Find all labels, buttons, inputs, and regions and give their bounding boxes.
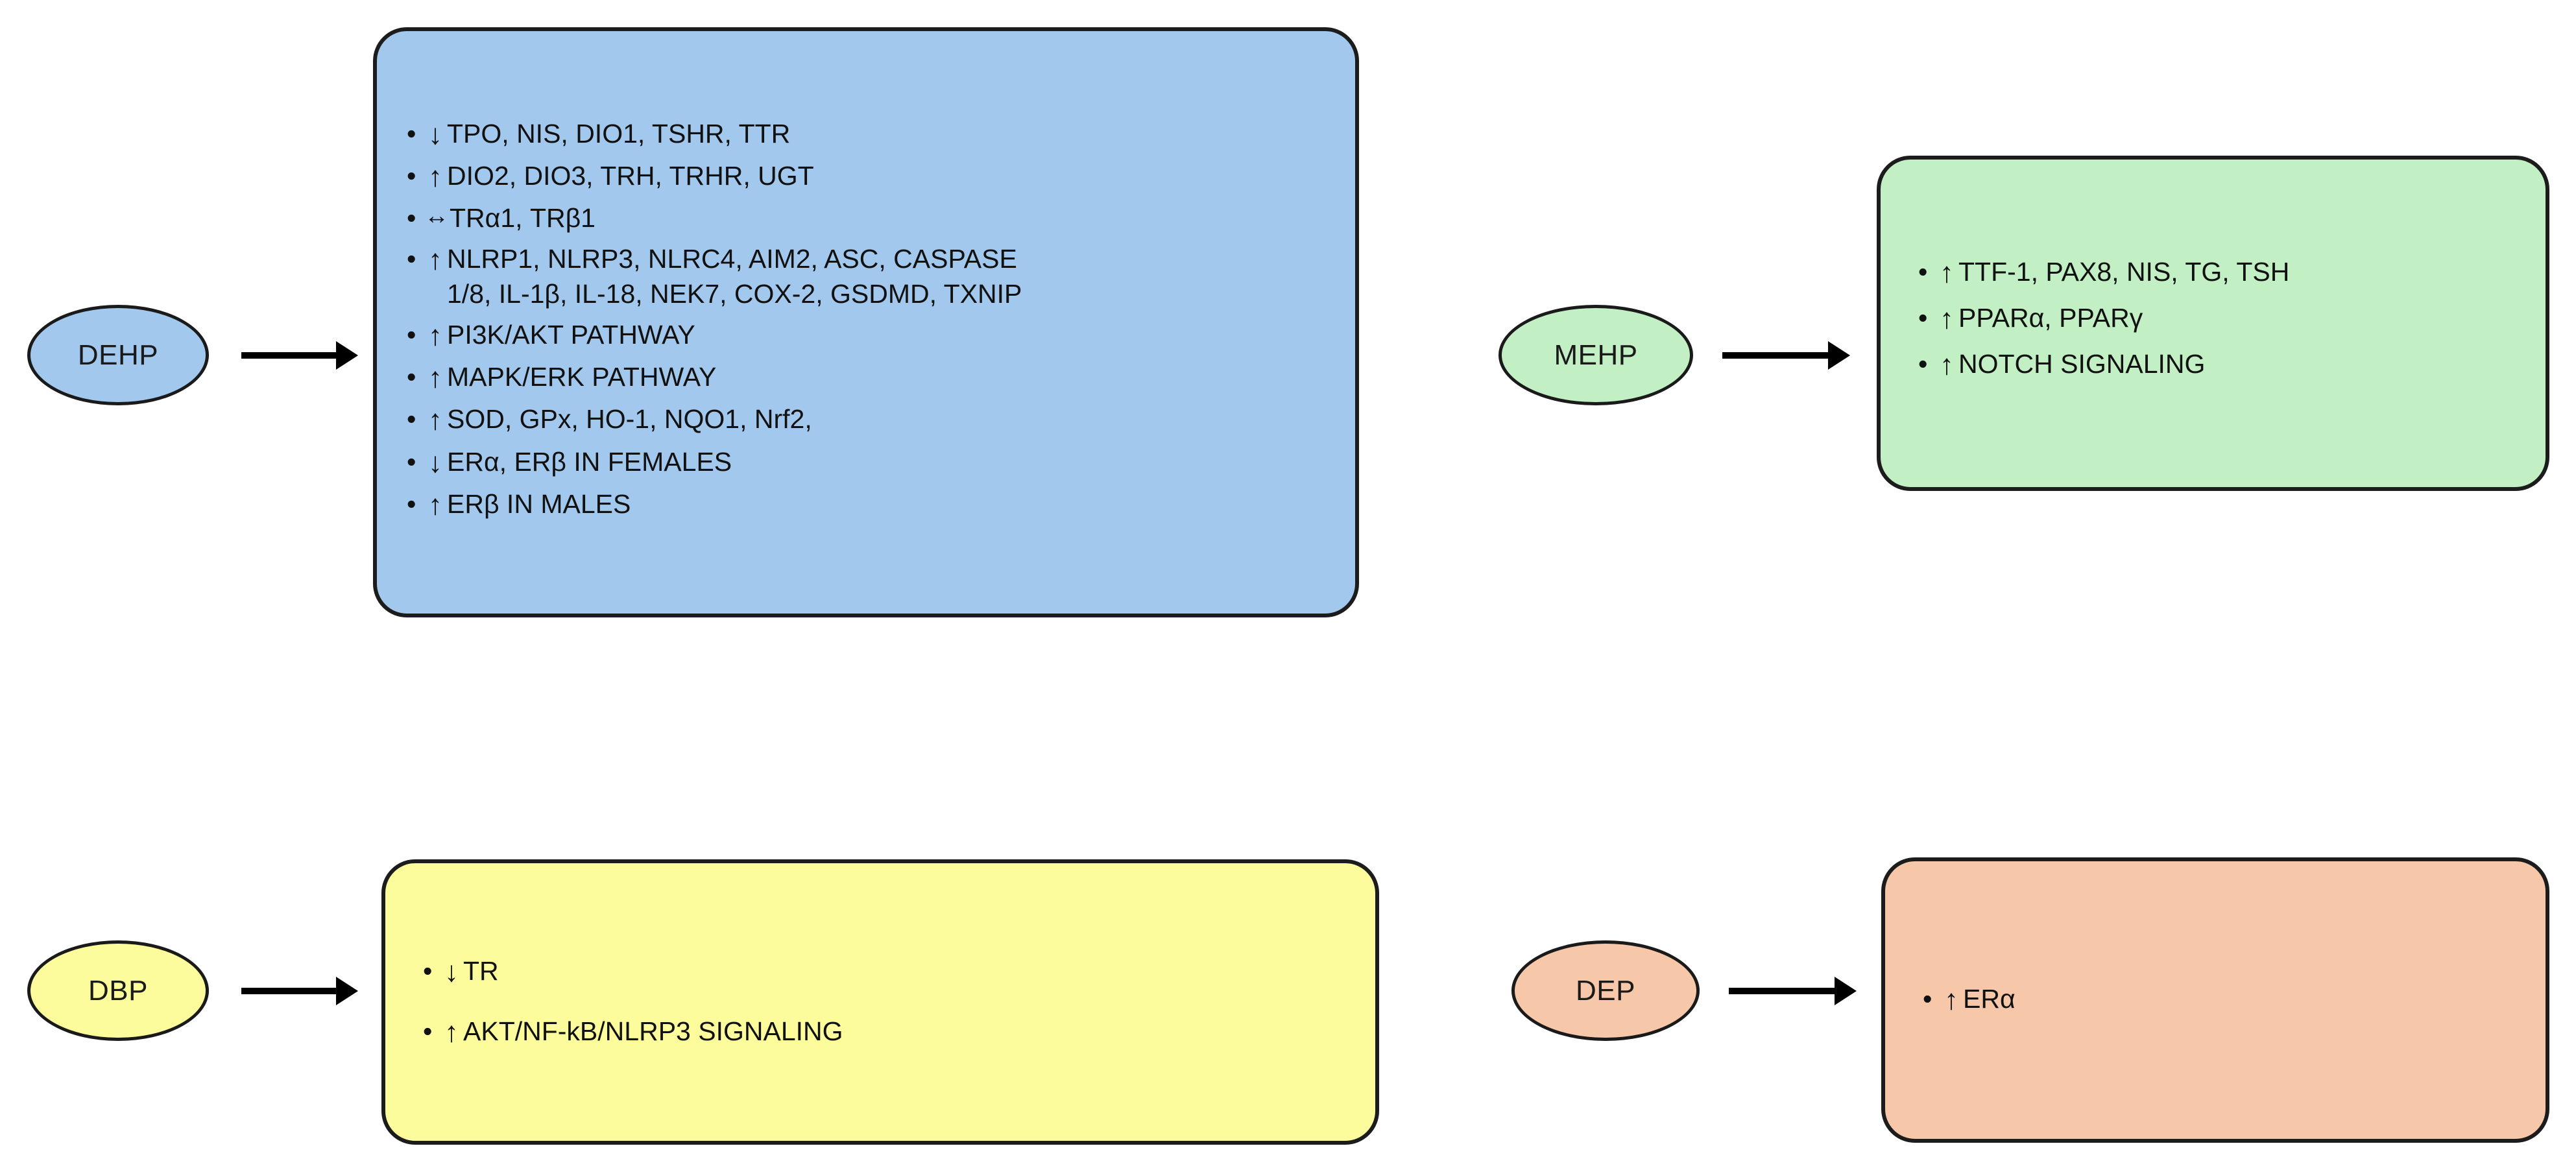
list-item-text: AKT/NF-kB/NLRP3 SIGNALING xyxy=(463,1016,843,1046)
arrow-up-icon: ↑ xyxy=(1940,256,1954,289)
arrow-dep-head xyxy=(1835,977,1857,1005)
arrow-down-icon: ↓ xyxy=(444,955,459,988)
node-dehp[interactable]: DEHP xyxy=(27,305,209,405)
arrow-down-icon: ↓ xyxy=(428,446,442,479)
list-item: • ↑ MAPK/ERK PATHWAY xyxy=(407,359,1329,396)
node-dbp-label: DBP xyxy=(88,974,148,1007)
arrow-up-icon: ↑ xyxy=(428,488,442,521)
bullet-icon: • xyxy=(407,488,416,519)
arrow-up-icon: ↑ xyxy=(444,1016,459,1048)
list-item: • ↔ TRα1, TRβ1 xyxy=(407,200,1329,236)
panel-dbp: • ↓ TR • ↑ AKT/NF-kB/NLRP3 SIGNALING xyxy=(381,859,1379,1145)
list-item-text: SOD, GPx, HO-1, NQO1, Nrf2, xyxy=(447,404,812,435)
list-item-text: ERα xyxy=(1963,984,2016,1014)
panel-dbp-list: • ↓ TR • ↑ AKT/NF-kB/NLRP3 SIGNALING xyxy=(385,953,1375,1051)
arrow-dbp-shaft xyxy=(241,988,337,994)
arrow-dehp-head xyxy=(336,341,358,370)
list-item: • ↑ NLRP1, NLRP3, NLRC4, AIM2, ASC, CASP… xyxy=(407,241,1329,312)
bullet-icon: • xyxy=(407,161,416,191)
arrow-up-icon: ↑ xyxy=(428,319,442,352)
arrow-dbp-head xyxy=(336,977,358,1005)
list-item-text: PPARα, PPARγ xyxy=(1958,302,2143,333)
panel-dep: • ↑ ERα xyxy=(1881,857,2549,1143)
arrow-up-icon: ↑ xyxy=(1940,349,1954,381)
bullet-icon: • xyxy=(423,955,433,986)
bullet-icon: • xyxy=(1918,302,1928,333)
list-item-text: TTF-1, PAX8, NIS, TG, TSH xyxy=(1958,256,2290,287)
list-item-text: TRα1, TRβ1 xyxy=(450,203,596,233)
list-item: • ↑ AKT/NF-kB/NLRP3 SIGNALING xyxy=(423,1014,1349,1051)
arrow-mehp-head xyxy=(1828,341,1850,370)
arrow-up-icon: ↑ xyxy=(1944,984,1958,1016)
list-item-text: PI3K/AKT PATHWAY xyxy=(447,319,695,350)
list-item: • ↑ TTF-1, PAX8, NIS, TG, TSH xyxy=(1918,254,2520,291)
list-item-text: TPO, NIS, DIO1, TSHR, TTR xyxy=(447,119,791,149)
list-item: • ↓ TR xyxy=(423,953,1349,990)
panel-dehp-list: • ↓ TPO, NIS, DIO1, TSHR, TTR • ↑ DIO2, … xyxy=(377,116,1355,529)
node-dep-label: DEP xyxy=(1576,974,1635,1007)
panel-mehp: • ↑ TTF-1, PAX8, NIS, TG, TSH • ↑ PPARα,… xyxy=(1877,156,2549,491)
arrow-down-icon: ↓ xyxy=(428,119,442,151)
arrow-mehp-shaft xyxy=(1722,352,1829,359)
bullet-icon: • xyxy=(407,446,416,477)
bullet-icon: • xyxy=(407,203,416,233)
bullet-icon: • xyxy=(407,243,416,274)
arrow-up-icon: ↑ xyxy=(1940,302,1954,335)
bullet-icon: • xyxy=(1918,256,1928,287)
list-item: • ↑ PPARα, PPARγ xyxy=(1918,300,2520,337)
list-item-text: NLRP1, NLRP3, NLRC4, AIM2, ASC, CASPASE … xyxy=(447,243,1022,309)
bullet-icon: • xyxy=(407,404,416,435)
bullet-icon: • xyxy=(407,119,416,149)
panel-mehp-list: • ↑ TTF-1, PAX8, NIS, TG, TSH • ↑ PPARα,… xyxy=(1881,254,2546,393)
arrow-dep-shaft xyxy=(1729,988,1836,994)
list-item-text: ERβ IN MALES xyxy=(447,488,631,519)
bullet-icon: • xyxy=(423,1016,433,1046)
list-item: • ↑ ERα xyxy=(1923,981,2520,1018)
list-item-text: TR xyxy=(463,955,499,986)
arrow-up-icon: ↑ xyxy=(428,243,442,276)
list-item: • ↑ DIO2, DIO3, TRH, TRHR, UGT xyxy=(407,158,1329,195)
list-item-text: MAPK/ERK PATHWAY xyxy=(447,362,717,392)
list-item: • ↑ PI3K/AKT PATHWAY xyxy=(407,317,1329,354)
arrow-up-icon: ↑ xyxy=(428,161,442,193)
arrow-both-icon: ↔ xyxy=(424,202,449,230)
list-item: • ↓ ERα, ERβ IN FEMALES xyxy=(407,444,1329,481)
list-item-text: DIO2, DIO3, TRH, TRHR, UGT xyxy=(447,161,814,191)
node-mehp-label: MEHP xyxy=(1554,339,1638,371)
list-item: • ↑ NOTCH SIGNALING xyxy=(1918,346,2520,383)
node-mehp[interactable]: MEHP xyxy=(1499,305,1693,405)
list-item: • ↓ TPO, NIS, DIO1, TSHR, TTR xyxy=(407,116,1329,153)
node-dehp-label: DEHP xyxy=(77,339,159,371)
bullet-icon: • xyxy=(407,362,416,392)
arrow-up-icon: ↑ xyxy=(428,404,442,436)
bullet-icon: • xyxy=(1918,349,1928,379)
node-dbp[interactable]: DBP xyxy=(27,940,209,1041)
bullet-icon: • xyxy=(407,319,416,350)
arrow-up-icon: ↑ xyxy=(428,362,442,394)
node-dep[interactable]: DEP xyxy=(1511,940,1700,1041)
arrow-dehp-shaft xyxy=(241,352,337,359)
panel-dep-list: • ↑ ERα xyxy=(1885,981,2546,1018)
panel-dehp: • ↓ TPO, NIS, DIO1, TSHR, TTR • ↑ DIO2, … xyxy=(373,27,1359,617)
list-item: • ↑ ERβ IN MALES xyxy=(407,486,1329,523)
list-item-text: NOTCH SIGNALING xyxy=(1958,349,2206,379)
bullet-icon: • xyxy=(1923,984,1932,1014)
list-item-text: ERα, ERβ IN FEMALES xyxy=(447,446,732,477)
list-item: • ↑ SOD, GPx, HO-1, NQO1, Nrf2, xyxy=(407,401,1329,438)
